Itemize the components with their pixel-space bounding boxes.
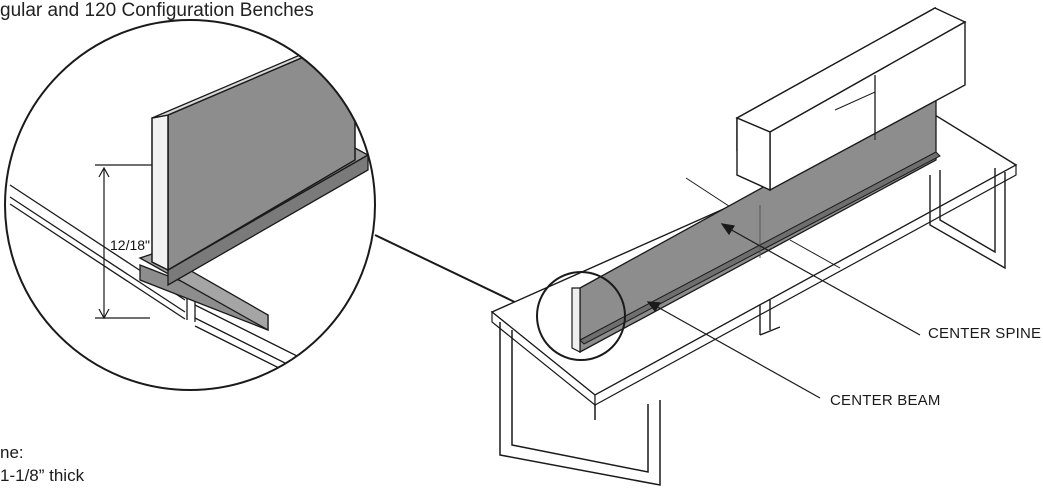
bench-assembly	[490, 6, 1018, 486]
diagram-title: gular and 120 Configuration Benches	[0, 0, 314, 21]
leader-arrows	[646, 223, 921, 399]
detail-circle	[536, 271, 626, 361]
detail-magnifier: 12/18"	[4, 19, 376, 391]
dimension-label: 12/18"	[110, 237, 150, 253]
detail-magnifier-content	[9, 33, 375, 390]
center-beam-label: CENTER BEAM	[830, 392, 941, 409]
note-line-1: ne:	[0, 443, 24, 462]
storage-unit	[735, 6, 967, 192]
note-line-2: 1-1/8” thick	[0, 466, 85, 485]
center-spine-label: CENTER SPINE	[928, 325, 1042, 342]
magnifier-circle	[4, 19, 376, 391]
